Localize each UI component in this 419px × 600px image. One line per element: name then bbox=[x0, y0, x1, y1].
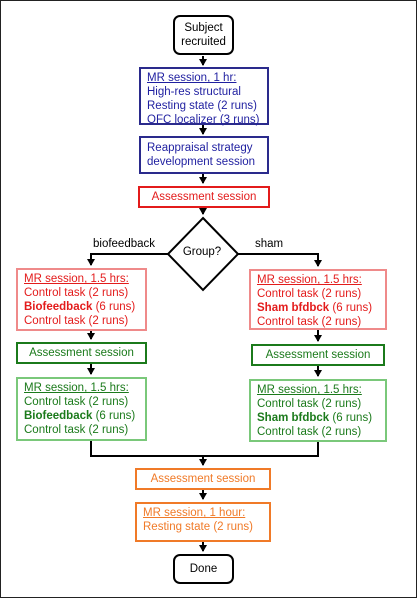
branch-biofeedback bbox=[87, 253, 168, 266]
mr1-line-resting: Resting state (2 runs) bbox=[147, 100, 257, 112]
mr-session-final: MR session, 1 hour: Resting state (2 run… bbox=[135, 502, 271, 542]
right-mr-b-runs: (6 runs) bbox=[329, 412, 373, 424]
reappraisal-line1: Reappraisal strategy bbox=[147, 142, 253, 154]
right-mr-a-title: MR session, 1.5 hrs: bbox=[257, 274, 362, 286]
subject-line2: recruited bbox=[181, 36, 226, 48]
left-mr-b-biofeedback: Biofeedback bbox=[24, 410, 93, 422]
group-label: Group? bbox=[182, 246, 222, 258]
branch-sham bbox=[238, 253, 322, 267]
done-node: Done bbox=[173, 554, 234, 584]
right-assessment-session: Assessment session bbox=[251, 344, 385, 366]
mr1-title: MR session, 1 hr: bbox=[147, 72, 237, 84]
right-mr-a-line1: Control task (2 runs) bbox=[257, 288, 362, 300]
merge-connector bbox=[90, 441, 319, 457]
right-mr-b-line1: Control task (2 runs) bbox=[257, 398, 362, 410]
mr-final-title: MR session, 1 hour: bbox=[143, 507, 246, 519]
left-mr-session-a: MR session, 1.5 hrs: Control task (2 run… bbox=[16, 268, 147, 331]
assessment-final-label: Assessment session bbox=[150, 473, 256, 485]
right-mr-b-sham: Sham bfdbck bbox=[257, 412, 330, 424]
left-mr-session-b: MR session, 1.5 hrs: Control task (2 run… bbox=[16, 377, 147, 441]
mr-session-initial: MR session, 1 hr: High-res structural Re… bbox=[139, 67, 269, 126]
mr1-line-localizer: OFC localizer (3 runs) bbox=[147, 114, 260, 126]
mr1-line-structural: High-res structural bbox=[147, 86, 241, 98]
group-decision-diamond bbox=[166, 216, 240, 292]
right-mr-b-line3: Control task (2 runs) bbox=[257, 426, 362, 438]
mr-final-line1: Resting state (2 runs) bbox=[143, 521, 253, 533]
right-mr-a-line2: Sham bfdbck (6 runs) bbox=[257, 301, 379, 315]
right-mr-a-line3: Control task (2 runs) bbox=[257, 316, 362, 328]
right-mr-session-b: MR session, 1.5 hrs: Control task (2 run… bbox=[249, 379, 387, 442]
right-mr-session-a: MR session, 1.5 hrs: Control task (2 run… bbox=[249, 269, 387, 330]
left-mr-b-line1: Control task (2 runs) bbox=[24, 396, 129, 408]
right-mr-a-sham: Sham bfdbck bbox=[257, 302, 330, 314]
assessment-session-initial: Assessment session bbox=[138, 186, 270, 208]
right-mr-a-runs: (6 runs) bbox=[329, 302, 373, 314]
left-mr-b-runs: (6 runs) bbox=[92, 410, 136, 422]
left-mr-b-title: MR session, 1.5 hrs: bbox=[24, 382, 129, 394]
right-mr-b-title: MR session, 1.5 hrs: bbox=[257, 384, 362, 396]
subject-line1: Subject bbox=[184, 22, 223, 34]
left-mr-a-runs: (6 runs) bbox=[92, 301, 136, 313]
right-mr-b-line2: Sham bfdbck (6 runs) bbox=[257, 411, 379, 425]
assessment1-label: Assessment session bbox=[151, 191, 257, 203]
left-mr-a-line2: Biofeedback (6 runs) bbox=[24, 300, 139, 314]
left-mr-a-title: MR session, 1.5 hrs: bbox=[24, 273, 129, 285]
left-mr-b-line2: Biofeedback (6 runs) bbox=[24, 409, 139, 423]
assessment-session-final: Assessment session bbox=[135, 468, 271, 490]
subject-recruited-node: Subject recruited bbox=[173, 15, 234, 55]
reappraisal-line2: development session bbox=[147, 156, 256, 168]
done-label: Done bbox=[189, 563, 218, 575]
reappraisal-session: Reappraisal strategy development session bbox=[139, 136, 269, 174]
left-mr-b-line3: Control task (2 runs) bbox=[24, 424, 129, 436]
left-assessment-session: Assessment session bbox=[16, 342, 147, 364]
right-assessment-label: Assessment session bbox=[265, 349, 371, 361]
left-mr-a-line3: Control task (2 runs) bbox=[24, 315, 129, 327]
branch-label-biofeedback: biofeedback bbox=[93, 238, 156, 250]
left-mr-a-biofeedback: Biofeedback bbox=[24, 301, 93, 313]
left-mr-a-line1: Control task (2 runs) bbox=[24, 287, 129, 299]
branch-label-sham: sham bbox=[255, 238, 284, 250]
left-assessment-label: Assessment session bbox=[29, 347, 134, 359]
